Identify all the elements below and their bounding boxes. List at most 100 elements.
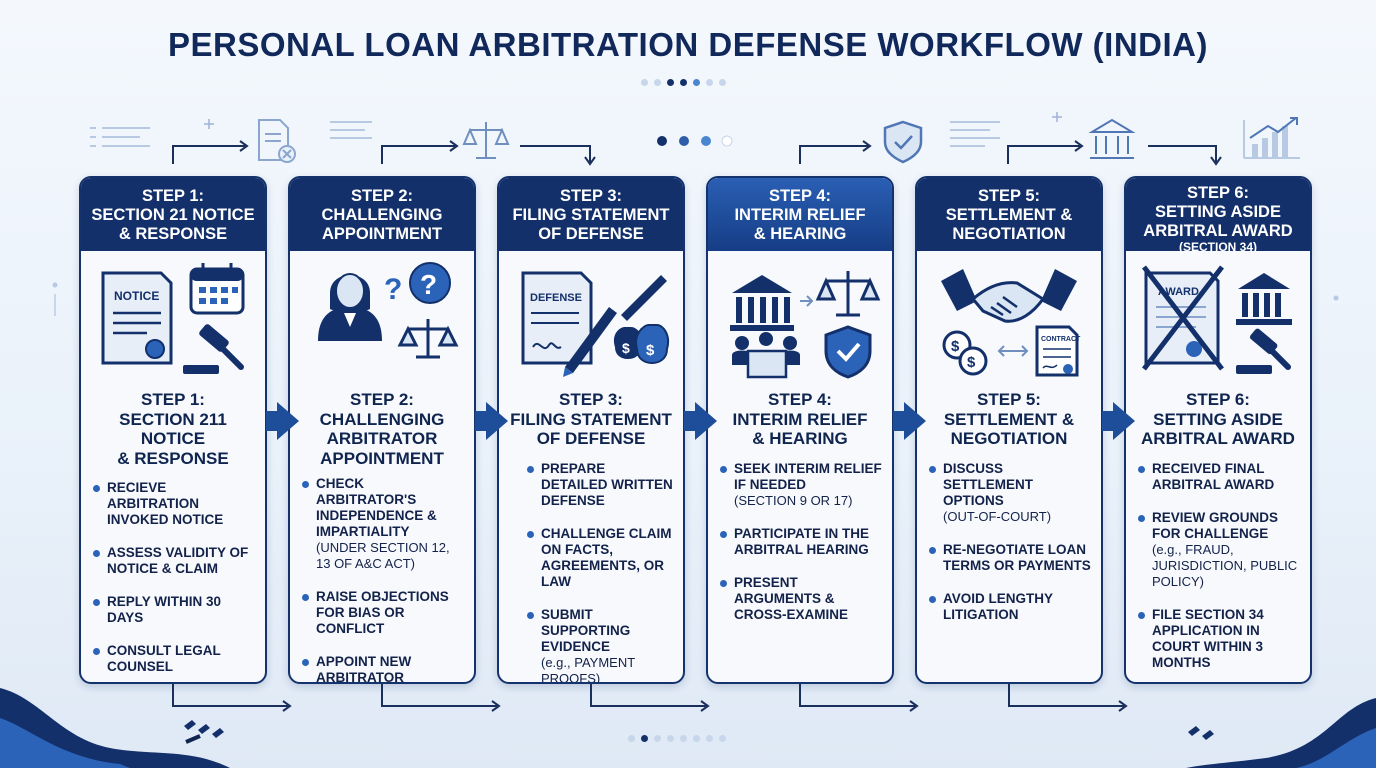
step-header: STEP 5: SETTLEMENT & NEGOTIATION [917, 178, 1101, 251]
step-title-line: APPOINTMENT [320, 448, 444, 468]
step-title-line: OF DEFENSE [536, 429, 646, 448]
svg-text:?: ? [384, 273, 402, 306]
shield-check-icon [824, 325, 872, 379]
step-title-line: ARBITRATOR [326, 429, 438, 448]
step-card-2: STEP 2: CHALLENGING APPOINTMENT ? ? [288, 176, 476, 684]
step-card-5: STEP 5: SETTLEMENT & NEGOTIATION $ $ [915, 176, 1103, 684]
step-title: STEP 1: SECTION 211 NOTICE & RESPONSE [81, 390, 265, 468]
bottom-dots-decoration [628, 735, 726, 742]
coins-icon: $ $ [942, 330, 988, 376]
step-title-line: & HEARING [752, 429, 848, 448]
step-header-subtitle: (SECTION 34) [1178, 240, 1257, 254]
step-icons: DEFENSE $ $ [499, 251, 683, 386]
flow-arrow-4-5 [904, 402, 926, 440]
step-title: STEP 6: SETTING ASIDE ARBITRAL AWARD [1126, 390, 1310, 449]
step-title: STEP 4: INTERIM RELIEF & HEARING [708, 390, 892, 449]
action-note: (SECTION 9 OR 17) [734, 492, 853, 508]
flow-arrow-tail [475, 411, 487, 431]
step-header: STEP 6: SETTING ASIDE ARBITRAL AWARD (SE… [1126, 178, 1310, 254]
action-item: RE-NEGOTIATE LOAN TERMS OR PAYMENTS [929, 542, 1093, 574]
action-item: CONSULT LEGAL COUNSEL [93, 643, 257, 675]
step-number: STEP 5: [977, 187, 1041, 205]
gavel-icon [183, 324, 244, 374]
action-note: (UNDER SECTION 12, 13 OF A&C ACT) [316, 540, 450, 571]
step-action-list: SEEK INTERIM RELIEF IF NEEDED(SECTION 9 … [708, 461, 892, 623]
action-item: ASSESS VALIDITY OF NOTICE & CLAIM [93, 545, 257, 577]
action-item: PRESENT ARGUMENTS & CROSS-EXAMINE [720, 575, 884, 623]
step-header: STEP 3: FILING STATEMENT OF DEFENSE [499, 178, 683, 251]
top-flow-decoration [90, 112, 1300, 166]
flow-arrow-tail [266, 411, 278, 431]
step-title: STEP 2: CHALLENGING ARBITRATOR APPOINTME… [290, 390, 474, 468]
step-action-list: CHECK ARBITRATOR'S INDEPENDENCE & IMPART… [290, 476, 474, 682]
handshake-icon [941, 269, 1077, 323]
contract-label: CONTRACT [1041, 336, 1081, 343]
action-item: CHALLENGE CLAIM ON FACTS, AGREEMENTS, OR… [527, 526, 675, 590]
step-header-title: NEGOTIATION [952, 225, 1066, 243]
step-number: STEP 3: [559, 187, 623, 205]
step-icons: NOTICE [81, 251, 265, 386]
contract-icon: CONTRACT [1035, 325, 1081, 377]
double-arrow-icon [997, 345, 1029, 357]
step-title-line: STEP 1: [141, 390, 205, 409]
step-header-title: OF DEFENSE [538, 225, 644, 243]
step-title-line: STEP 4: [768, 390, 832, 409]
step-title: STEP 3: FILING STATEMENT OF DEFENSE [499, 390, 683, 449]
svg-text:?: ? [420, 269, 437, 300]
hearing-table-icon [732, 332, 800, 379]
step-header-title: SETTING ASIDE [1155, 203, 1281, 221]
action-note: (e.g., PAYMENT PROOFS) [541, 654, 635, 684]
flow-arrow-2-3 [486, 402, 508, 440]
action-item: RECEIVED FINAL ARBITRAL AWARD [1138, 461, 1302, 493]
svg-text:$: $ [951, 338, 960, 355]
svg-text:$: $ [646, 342, 655, 359]
step-title: STEP 5: SETTLEMENT & NEGOTIATION [917, 390, 1101, 449]
step-title-line: ARBITRAL AWARD [1141, 429, 1295, 448]
step-icons: AWARD [1126, 251, 1310, 386]
corner-wave-left [0, 688, 230, 768]
arbitrator-person-icon [318, 273, 382, 341]
step-header-title: CHALLENGING [321, 206, 443, 224]
defense-label: DEFENSE [530, 292, 582, 304]
action-item: CHECK ARBITRATOR'S INDEPENDENCE & IMPART… [302, 476, 466, 572]
step-title-line: NEGOTIATION [950, 429, 1068, 448]
step-action-list: RECIEVE ARBITRATION INVOKED NOTICE ASSES… [81, 480, 265, 675]
calendar-icon [189, 263, 245, 315]
step-header-title: SETTLEMENT & [945, 206, 1073, 224]
scales-icon [397, 319, 459, 359]
gavel-icon [1236, 328, 1291, 374]
step-number: STEP 6: [1186, 184, 1250, 202]
flow-arrow-tail [1102, 411, 1114, 431]
pen-icon [563, 275, 667, 377]
step-header: STEP 4: INTERIM RELIEF & HEARING [708, 178, 892, 251]
step-header-title: ARBITRAL AWARD [1143, 222, 1293, 240]
step-number: STEP 1: [141, 187, 205, 205]
step-title-line: STEP 2: [350, 390, 414, 409]
action-item: FILE SECTION 34 APPLICATION IN COURT WIT… [1138, 607, 1302, 671]
step-action-list: DISCUSS SETTLEMENT OPTIONS(OUT-OF-COURT)… [917, 461, 1101, 623]
svg-text:$: $ [622, 340, 630, 356]
step-icons [708, 251, 892, 386]
page-title: PERSONAL LOAN ARBITRATION DEFENSE WORKFL… [167, 26, 1208, 63]
action-item: PREPARE DETAILED WRITTEN DEFENSE [527, 461, 675, 509]
step-header-title: SECTION 21 NOTICE [91, 206, 255, 224]
step-card-3: STEP 3: FILING STATEMENT OF DEFENSE DEFE… [497, 176, 685, 684]
flow-arrow-tail [893, 411, 905, 431]
step-action-list: RECEIVED FINAL ARBITRAL AWARD REVIEW GRO… [1126, 461, 1310, 671]
step-card-1: STEP 1: SECTION 21 NOTICE & RESPONSE NOT… [79, 176, 267, 684]
action-item: APPOINT NEW ARBITRATOR [302, 654, 466, 682]
flow-arrow-5-6 [1113, 402, 1135, 440]
step-header: STEP 1: SECTION 21 NOTICE & RESPONSE [81, 178, 265, 251]
step-number: STEP 4: [768, 187, 832, 205]
bottom-flow-decoration [172, 684, 1128, 712]
step-header-title: & RESPONSE [118, 225, 228, 243]
question-mark-icon: ? ? [384, 262, 451, 306]
step-card-6: STEP 6: SETTING ASIDE ARBITRAL AWARD (SE… [1124, 176, 1312, 684]
action-item: SEEK INTERIM RELIEF IF NEEDED(SECTION 9 … [720, 461, 884, 509]
step-header-title: APPOINTMENT [321, 225, 443, 243]
side-dots-right [1333, 295, 1339, 301]
step-title-line: STEP 6: [1186, 390, 1250, 409]
action-note: (OUT-OF-COURT) [943, 508, 1052, 524]
step-title-line: SECTION 211 NOTICE [119, 409, 227, 449]
step-header-title: & HEARING [753, 225, 847, 243]
